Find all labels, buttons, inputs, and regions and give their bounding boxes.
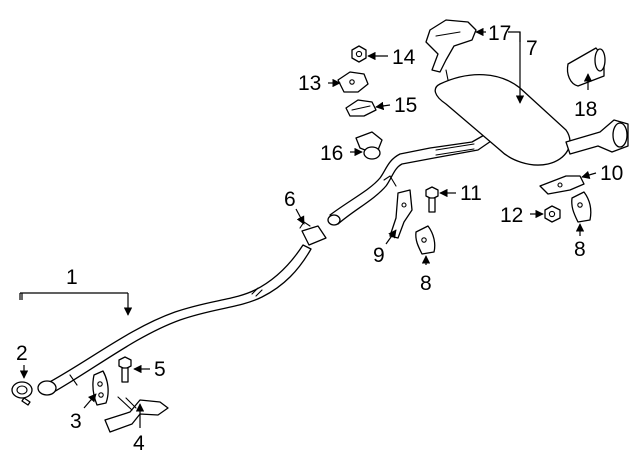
pipe-clamp — [11, 381, 33, 406]
callout-2: 2 — [16, 342, 28, 365]
front-pipe — [37, 244, 312, 396]
hex-nut-rear — [544, 205, 561, 223]
leader-lines — [19, 27, 597, 428]
callout-12: 12 — [500, 204, 523, 227]
bolt-middle — [425, 186, 439, 213]
rear-bracket — [539, 175, 585, 195]
rubber-insulator-middle — [415, 225, 436, 255]
callout-15: 15 — [394, 94, 417, 117]
rubber-insulator-rear — [571, 191, 592, 223]
mounting-bracket — [337, 71, 369, 93]
callout-13: 13 — [298, 72, 321, 95]
heat-shield-bracket — [345, 99, 377, 117]
callout-10: 10 — [600, 162, 623, 185]
callout-numbers: 1 2 3 4 5 6 7 8 8 9 10 11 12 13 14 15 16… — [16, 22, 623, 455]
callout-7: 7 — [526, 37, 538, 60]
callout-3: 3 — [70, 410, 82, 433]
callout-14: 14 — [392, 46, 416, 69]
callout-9: 9 — [373, 244, 385, 267]
exhaust-tip — [566, 47, 606, 87]
callout-17: 17 — [488, 22, 511, 45]
callout-5: 5 — [154, 358, 166, 381]
callout-11: 11 — [460, 182, 482, 205]
hex-nut-upper — [351, 45, 367, 63]
callout-4: 4 — [133, 432, 145, 455]
callout-6: 6 — [284, 188, 296, 211]
callout-8-middle: 8 — [420, 272, 432, 295]
hanger-bracket-rear — [389, 189, 413, 239]
rear-muffler — [434, 69, 629, 166]
callout-16: 16 — [320, 142, 343, 165]
heat-shield — [425, 19, 477, 73]
rubber-insulator-front — [92, 370, 109, 406]
callout-1: 1 — [66, 266, 78, 289]
callout-18: 18 — [574, 98, 597, 121]
bolt-front — [118, 356, 132, 383]
hanger-bracket — [104, 396, 169, 433]
callout-8-rear: 8 — [574, 238, 586, 261]
joint-clamp — [299, 221, 327, 246]
pipe-bracket — [355, 131, 383, 160]
